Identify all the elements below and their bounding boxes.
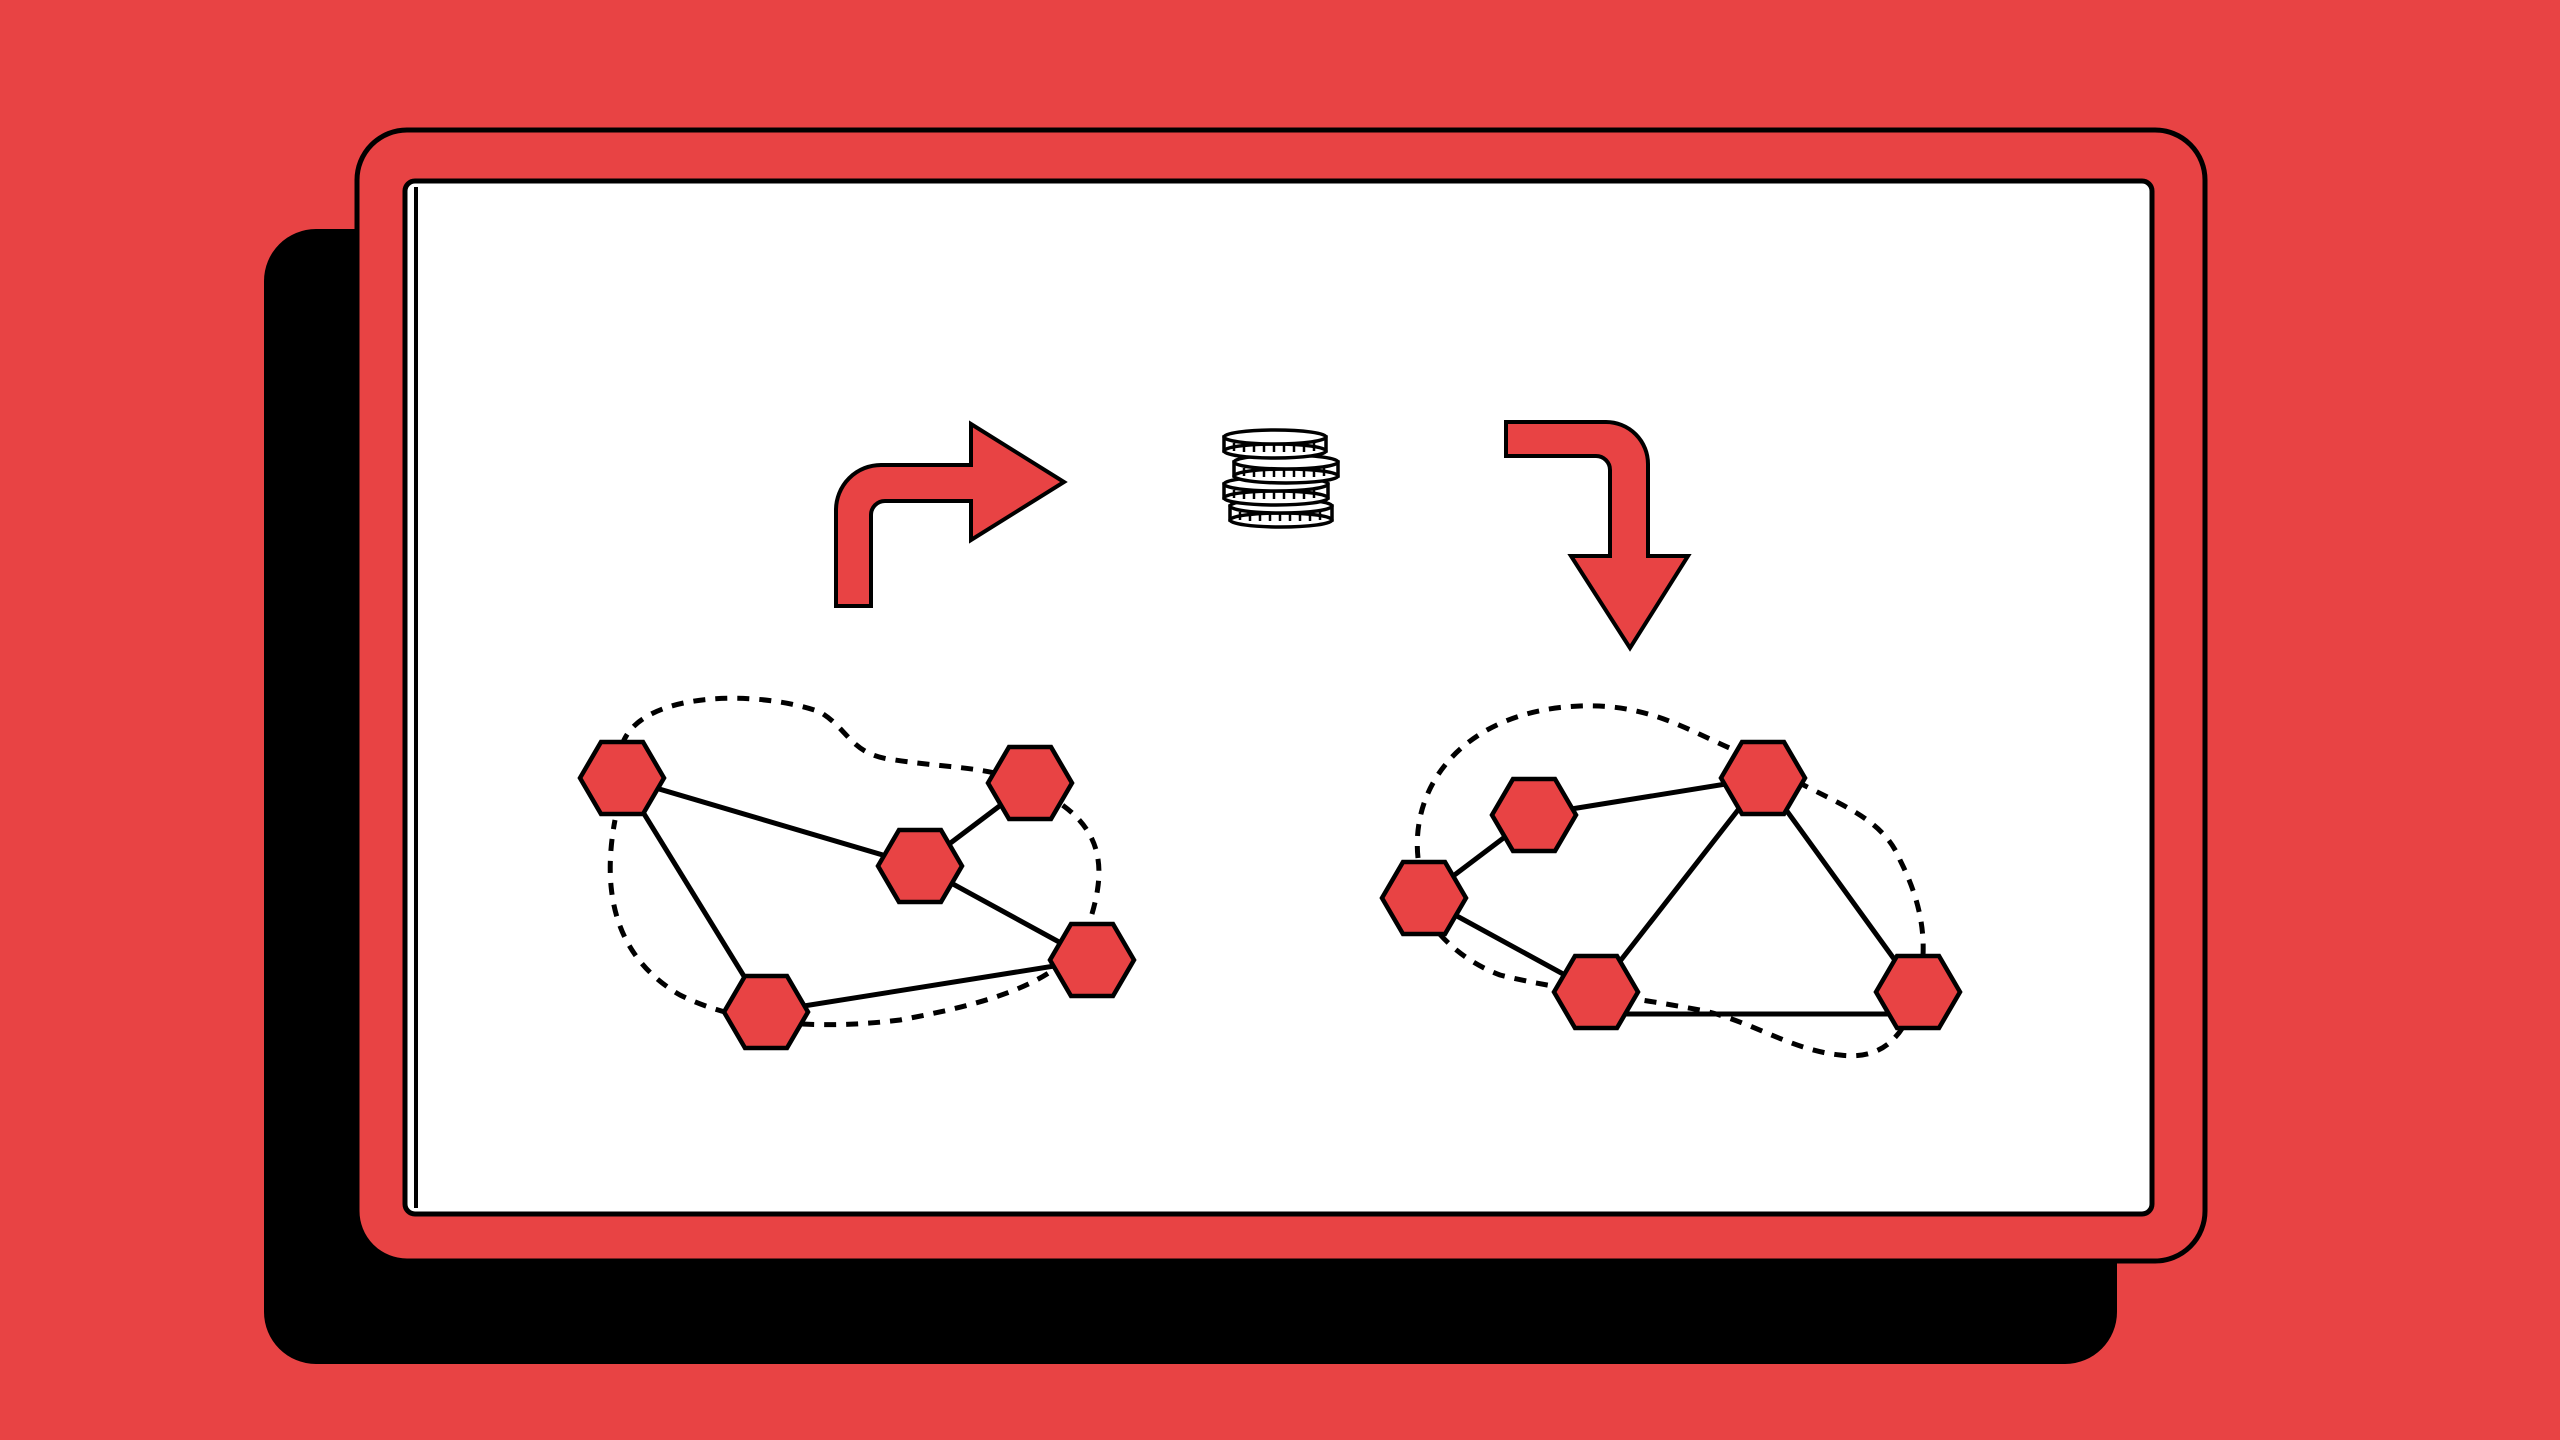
monitor-screen [402,178,2155,1217]
coin-stack-icon [1222,428,1340,529]
coin [1222,428,1328,460]
network-after [1379,703,1963,1059]
hexagon-node-icon [721,973,811,1051]
network-boundary-dashed [607,695,1102,1028]
network-before [577,695,1137,1051]
hexagon-node-icon [875,827,965,905]
hexagon-node-icon [577,739,667,817]
hexagon-node-icon [1718,739,1808,817]
curved-arrow-right-icon [834,420,1068,608]
hexagon-node-icon [1873,953,1963,1031]
hexagon-node-icon [1047,921,1137,999]
network-nodes [1379,739,1963,1031]
hexagon-node-icon [1379,859,1469,937]
hexagon-node-icon [985,744,1075,822]
network-nodes [577,739,1137,1051]
hexagon-node-icon [1551,953,1641,1031]
hexagon-node-icon [1489,776,1579,854]
curved-arrow-down-icon [1504,420,1692,652]
